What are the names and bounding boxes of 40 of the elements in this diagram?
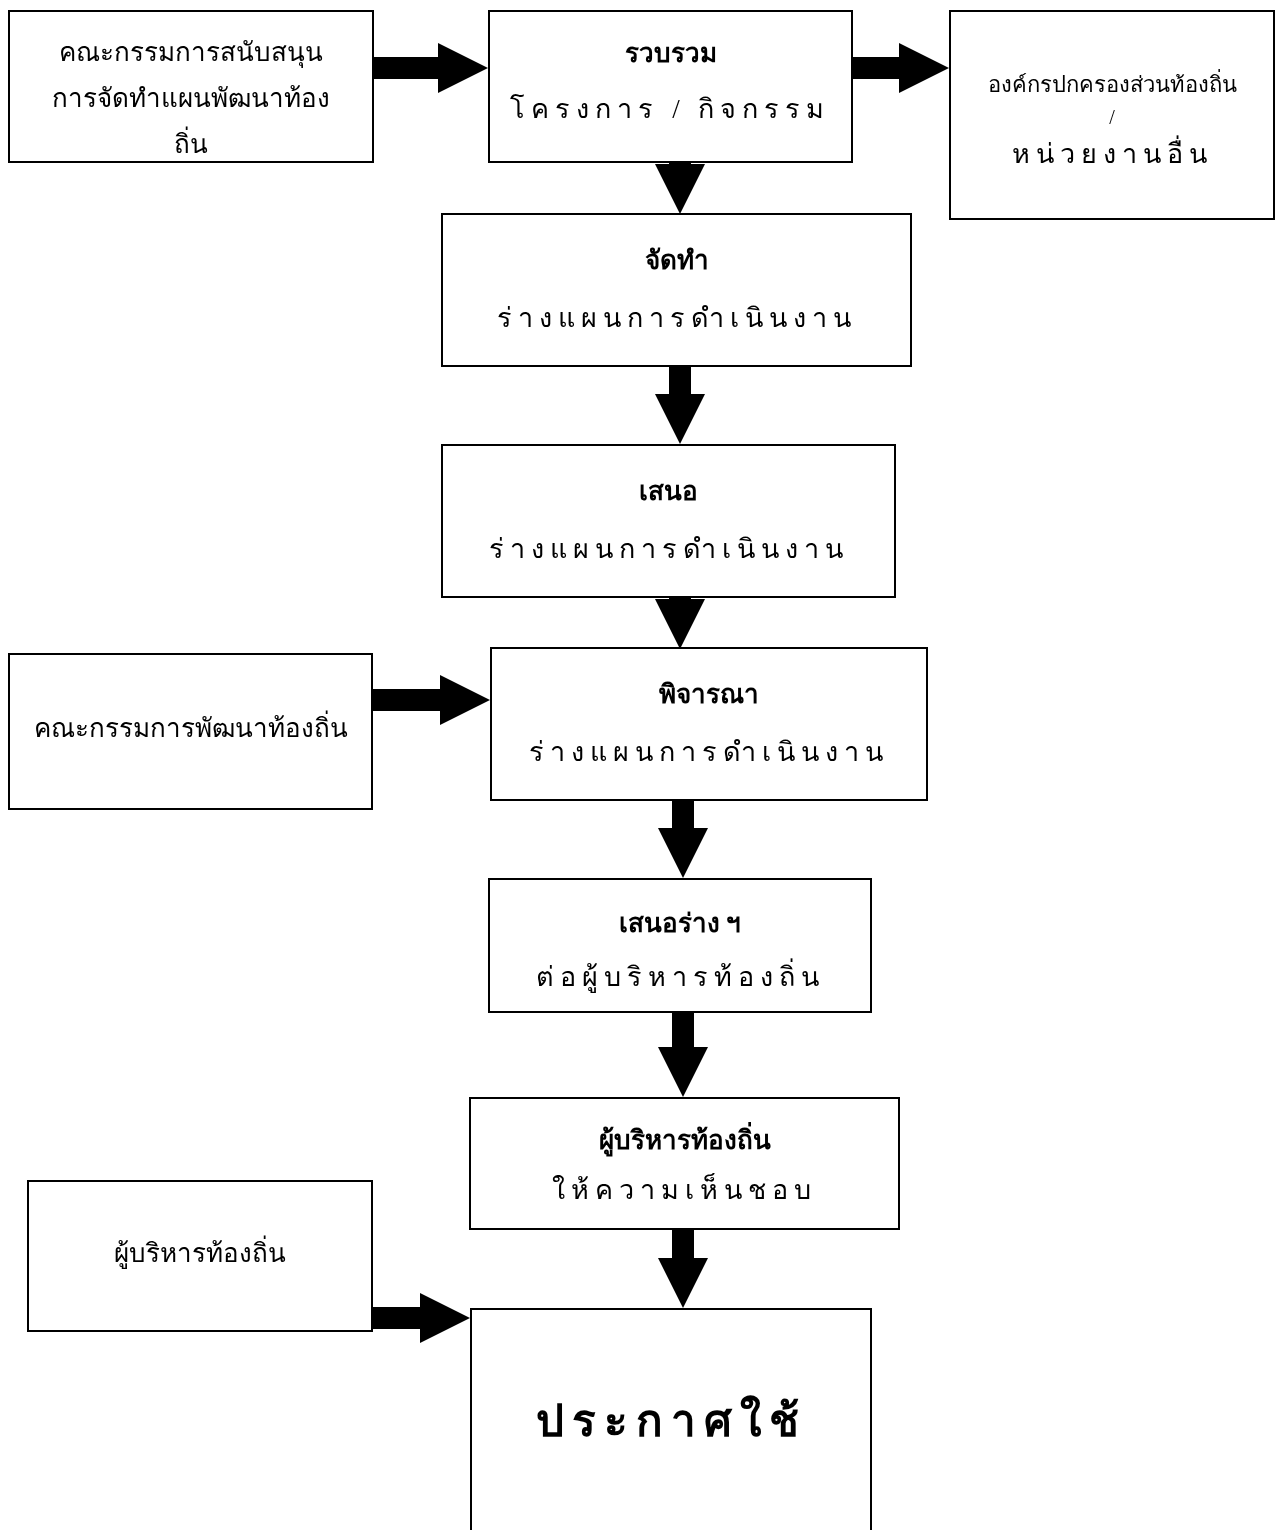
arrow bbox=[853, 43, 949, 93]
executive-label: ผู้บริหารท้องถิ่น bbox=[114, 1232, 286, 1273]
organization-box bbox=[949, 10, 1275, 220]
process-box bbox=[441, 213, 912, 367]
arrow bbox=[658, 801, 708, 878]
arrow bbox=[655, 598, 705, 649]
arrow bbox=[658, 1013, 708, 1097]
org-label: หน่วยงานอื่น bbox=[1011, 132, 1213, 175]
arrow bbox=[373, 1293, 470, 1343]
arrow bbox=[655, 163, 705, 214]
process-box bbox=[488, 878, 872, 1013]
step-heading: เสนอ bbox=[639, 476, 698, 508]
slash-label: / bbox=[1109, 106, 1115, 128]
step-text: ต่อผู้บริหารท้องถิ่น bbox=[535, 955, 825, 998]
process-box bbox=[441, 444, 896, 598]
arrow bbox=[374, 43, 488, 93]
step-text: ร่างแผนการดำเนินงาน bbox=[529, 736, 889, 769]
step-heading: จัดทำ bbox=[644, 245, 709, 277]
result-box bbox=[470, 1308, 872, 1530]
executive-box bbox=[27, 1180, 373, 1332]
step-text: โครงการ / กิจกรรม bbox=[510, 93, 831, 126]
arrow bbox=[373, 675, 490, 725]
committee-box bbox=[8, 10, 374, 163]
step-heading: ผู้บริหารท้องถิ่น bbox=[598, 1119, 771, 1160]
committee-label: คณะกรรมการสนับสนุน การจัดทำแผนพัฒนาท้องถิ่น bbox=[51, 37, 331, 161]
committee-box bbox=[8, 653, 373, 810]
process-box bbox=[488, 10, 853, 163]
committee-label: คณะกรรมการพัฒนาท้องถิ่น bbox=[33, 707, 348, 748]
step-heading: พิจารณา bbox=[659, 679, 759, 711]
step-text: ร่างแผนการดำเนินงาน bbox=[488, 533, 849, 566]
step-text: ให้ความเห็นชอบ bbox=[552, 1172, 817, 1207]
step-heading: เสนอร่าง ฯ bbox=[618, 908, 742, 940]
announcement-label: ประกาศใช้ bbox=[535, 1394, 807, 1448]
arrow bbox=[655, 367, 705, 444]
process-box bbox=[490, 647, 928, 801]
step-text: ร่างแผนการดำเนินงาน bbox=[496, 302, 857, 335]
org-label: องค์กรปกครองส่วนท้องถิ่น bbox=[987, 67, 1237, 102]
arrow bbox=[658, 1230, 708, 1308]
step-heading: รวบรวม bbox=[624, 38, 717, 70]
process-box bbox=[469, 1097, 900, 1230]
